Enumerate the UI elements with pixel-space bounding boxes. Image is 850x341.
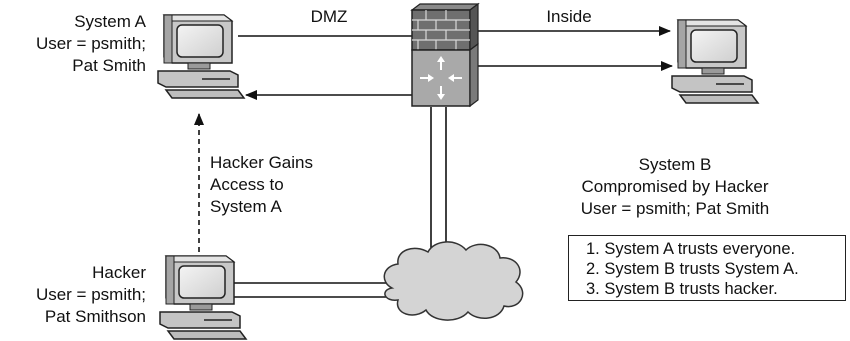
- system-a-computer-icon: [157, 14, 245, 99]
- system-b-user: User = psmith; Pat Smith: [580, 199, 770, 218]
- hacker-path-line1: Hacker Gains: [210, 153, 313, 172]
- system-a-name: System A: [74, 12, 146, 31]
- system-b-status: Compromised by Hacker: [581, 177, 769, 196]
- system-a-fullname: Pat Smith: [72, 56, 146, 75]
- hacker-user: User = psmith;: [35, 285, 146, 304]
- system-a-user: User = psmith;: [35, 34, 146, 53]
- network-cloud-icon: [383, 241, 524, 321]
- legend-item-3: 3. System B trusts hacker.: [586, 280, 778, 298]
- firewall-icon: [410, 2, 480, 108]
- trust-legend-box: 1. System A trusts everyone. 2. System B…: [568, 235, 846, 301]
- hacker-path-line3: System A: [210, 197, 282, 216]
- hacker-name: Hacker: [92, 263, 146, 282]
- hacker-fullname: Pat Smithson: [44, 307, 146, 326]
- system-b-name: System B: [638, 155, 712, 174]
- inside-label: Inside: [546, 7, 592, 26]
- hacker-computer-icon: [159, 255, 247, 340]
- connection-lines: [194, 26, 673, 298]
- legend-item-2: 2. System B trusts System A.: [586, 260, 799, 278]
- legend-item-1: 1. System A trusts everyone.: [586, 240, 796, 258]
- hacker-path-line2: Access to: [210, 175, 284, 194]
- system-b-computer-icon: [671, 19, 759, 104]
- dmz-label: DMZ: [310, 7, 348, 26]
